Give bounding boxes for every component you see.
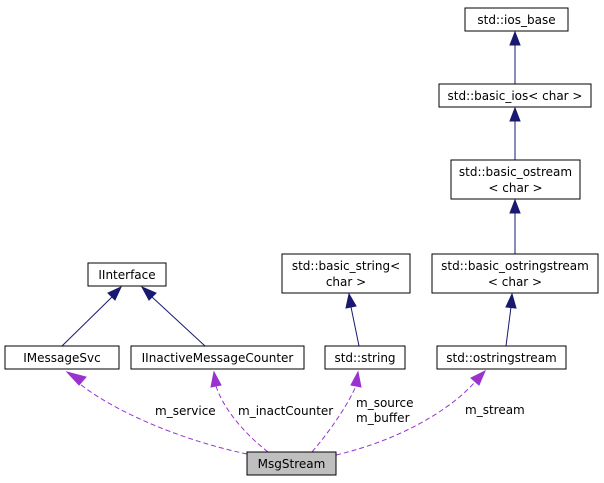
node-string-label: std::string (334, 351, 395, 365)
node-ostringstream-label: std::ostringstream (446, 351, 557, 365)
node-basic-string-label-line1: std::basic_string< (292, 259, 400, 273)
arrowhead-imessagesvc (65, 371, 87, 386)
node-iinactive-message-counter-label: IInactiveMessageCounter (142, 351, 294, 365)
node-basic-ostringstream-label-line1: std::basic_ostringstream (441, 259, 589, 273)
label-m-buffer: m_buffer (356, 411, 410, 425)
label-m-inactcounter: m_inactCounter (238, 404, 333, 418)
node-ostringstream[interactable]: std::ostringstream (436, 345, 567, 370)
edge-imessagesvc-to-iinterface (61, 296, 113, 347)
edge-m-inactcounter (215, 385, 269, 453)
label-m-source: m_source (356, 396, 414, 410)
node-iinactive-message-counter[interactable]: IInactiveMessageCounter (130, 345, 305, 370)
inheritance-edges (61, 30, 521, 347)
arrowhead-ios-base (509, 30, 521, 46)
edge-labels: m_service m_inactCounter m_source m_buff… (155, 396, 525, 425)
arrowhead-iinactive (210, 370, 222, 388)
edge-string-to-basic-string (350, 306, 360, 347)
edge-iinactive-to-iinterface (151, 296, 206, 347)
node-basic-ostream-label-line2: < char > (488, 181, 542, 195)
node-basic-ostream-label-line1: std::basic_ostream (459, 165, 572, 179)
usage-edges (65, 369, 486, 456)
node-msgstream: MsgStream (246, 451, 337, 476)
node-imessagesvc[interactable]: IMessageSvc (4, 345, 120, 370)
node-basic-ios[interactable]: std::basic_ios< char > (438, 83, 592, 108)
node-string[interactable]: std::string (324, 345, 406, 370)
arrowhead-basic-ios (509, 106, 521, 122)
node-basic-ios-label: std::basic_ios< char > (448, 89, 583, 103)
arrowhead-basic-ostringstream (505, 292, 517, 309)
node-basic-ostream[interactable]: std::basic_ostream < char > (450, 159, 581, 200)
edge-m-source-buffer (311, 385, 357, 453)
node-ios-base-label: std::ios_base (477, 13, 555, 27)
arrowhead-iinterface-right (140, 285, 157, 301)
node-basic-string-label-line2: char > (326, 275, 366, 289)
arrowhead-basic-string (345, 292, 357, 309)
arrowhead-ostringstream (470, 369, 486, 386)
arrowhead-basic-ostream (509, 198, 521, 214)
node-basic-ostringstream-label-line2: < char > (488, 275, 542, 289)
edge-m-service (74, 379, 248, 455)
node-basic-ostringstream[interactable]: std::basic_ostringstream < char > (431, 253, 599, 294)
node-basic-string[interactable]: std::basic_string< char > (281, 253, 411, 294)
node-iinterface-label: IInterface (98, 268, 155, 282)
edge-ostringstream-to-basic-ostringstream (505, 306, 512, 347)
arrowhead-string (350, 370, 362, 388)
node-ios-base[interactable]: std::ios_base (464, 7, 569, 32)
label-m-service: m_service (155, 404, 216, 418)
node-imessagesvc-label: IMessageSvc (23, 351, 100, 365)
node-msgstream-label: MsgStream (258, 457, 326, 471)
edge-m-stream (335, 381, 476, 456)
label-m-stream: m_stream (465, 403, 525, 417)
node-iinterface[interactable]: IInterface (87, 262, 167, 287)
arrowhead-iinterface-left (107, 285, 123, 301)
